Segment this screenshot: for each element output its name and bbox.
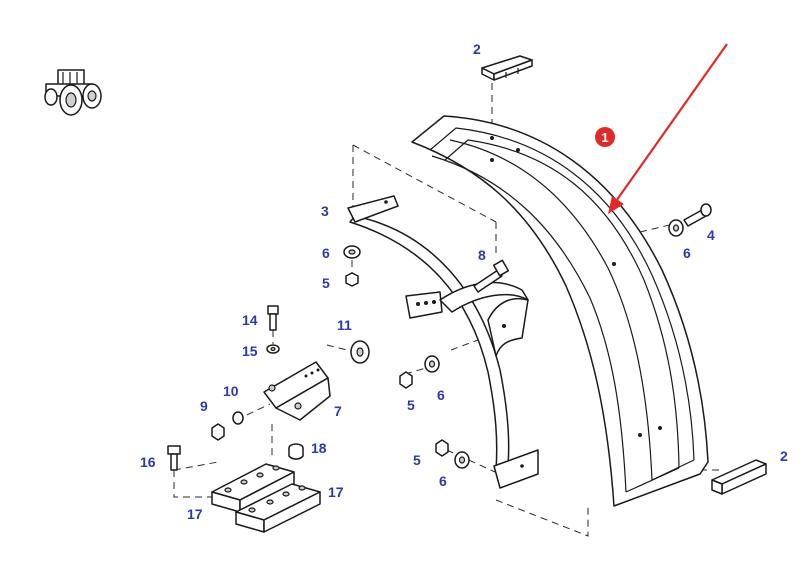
nut-5-middle [399,371,413,389]
pad-17-left [211,463,295,513]
callout-badge: 1 [595,127,615,147]
label-17-right: 17 [328,484,344,500]
washer-6-lower [454,451,470,469]
bolt-8 [473,259,510,293]
part-labels: 2 2 3 4 5 5 5 6 6 6 6 7 8 9 10 11 14 15 … [140,41,788,522]
label-5-lower: 5 [413,452,421,468]
label-6-lower: 6 [439,473,447,489]
washer-11 [350,340,370,364]
label-5-middle: 5 [407,397,415,413]
nut-9 [211,423,225,441]
label-5-upper: 5 [322,275,330,291]
fender-outer-panel [411,115,709,507]
fender-inner-strap [347,195,539,489]
bolt-16 [167,445,181,471]
label-18: 18 [311,440,327,456]
plug-18 [288,443,304,460]
label-8: 8 [478,247,486,263]
callout-number: 1 [601,130,608,145]
label-11: 11 [337,317,352,333]
label-3: 3 [321,203,329,219]
bolt-14 [267,305,279,331]
rubber-pad-top [481,55,533,81]
label-7: 7 [334,403,342,419]
label-14: 14 [242,312,258,328]
nut-5-lower [435,439,449,457]
label-15: 15 [242,343,258,359]
washer-6-middle [424,355,440,373]
label-9: 9 [200,398,208,414]
label-6-middle: 6 [437,387,445,403]
label-2-bottom: 2 [780,448,788,464]
label-4: 4 [707,227,715,243]
mounting-bracket [405,281,529,357]
rubber-pad-bottom [711,459,767,495]
label-17-left: 17 [187,506,203,522]
washer-6-upper [343,245,361,259]
label-6-right: 6 [683,245,691,261]
label-10: 10 [223,383,239,399]
nut-5-upper [345,272,359,287]
label-2-top: 2 [473,41,481,57]
washer-10 [232,411,244,425]
red-arrow [608,43,728,214]
pad-17-right [235,483,321,533]
tractor-icon [44,69,102,116]
label-6-upper: 6 [322,245,330,261]
washer-6-right [668,219,684,237]
bracket-plate-7 [263,361,331,421]
label-16: 16 [140,454,156,470]
washer-15 [266,344,280,354]
bolt-4 [683,203,712,227]
